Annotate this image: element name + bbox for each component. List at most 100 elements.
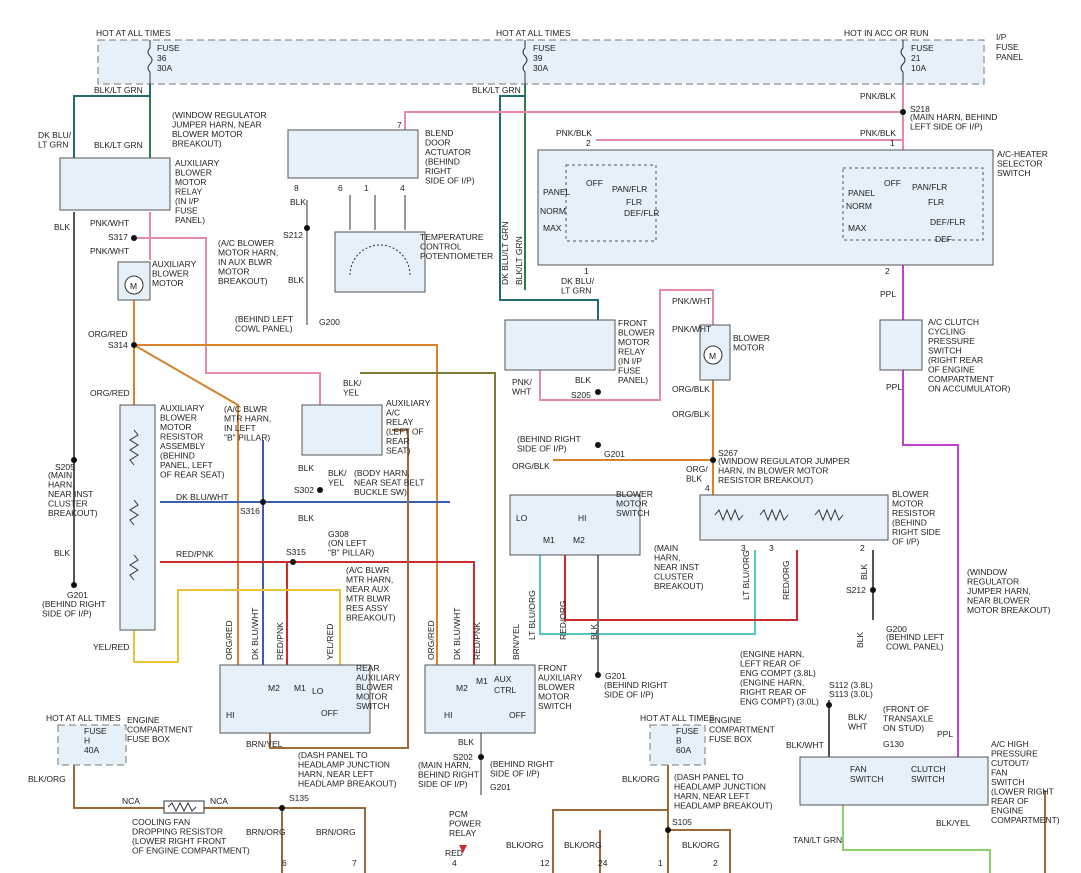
label-wires-yel_red: YEL/RED [93,642,129,652]
label-comps-eng_harn-5: ENG COMPT) (3.0L) [740,697,819,707]
label-comps-cooling-3: OF ENGINE COMPARTMENT) [132,846,250,856]
label-labels-s267: S267 [718,448,738,458]
label-comps-ac_blwr_b-2: IN LEFT [224,423,256,433]
label-wires-ppl3: PPL [937,729,953,739]
label-comps-dash_panel2-1: HEADLAMP JUNCTION [674,782,766,792]
label-comps-s202-0: (MAIN HARN, [418,760,471,770]
label-comps-rear_switch-2: BLOWER [356,682,393,692]
hot-label-1: HOT AT ALL TIMES [96,28,171,38]
label-comps-g201_mid-0: (BEHIND RIGHT [604,680,668,690]
label-switch_text-m2: M2 [456,683,468,693]
label-switch_text-off: OFF [884,178,901,188]
label-wires-dkblu_ltgrn-0: DK BLU/ [38,130,72,140]
rear-aux-switch-box [219,664,371,734]
pin-number: 8 [294,183,299,193]
label-comps-ac_blower_harn-3: MOTOR [218,267,249,277]
label-comps-s212_right-2: JUMPER HARN, [967,586,1031,596]
label-comps-front_relay-0: FRONT [618,318,647,328]
label-comps-aux_motor-2: MOTOR [152,278,183,288]
label-labels-fuse_b-0: FUSE [676,726,699,736]
pcm-relay-icon [459,845,467,853]
blower-switch-box [509,494,641,556]
label-comps-blend-3: (BEHIND [425,157,460,167]
label-labels-hot_eng1: HOT AT ALL TIMES [46,713,121,723]
label-comps-clutch_cyc-7: ON ACCUMULATOR) [928,384,1011,394]
label-switch_text-panel: PANEL [543,187,571,197]
label-comps-dash_panel2-3: HEADLAMP BREAKOUT) [674,801,773,811]
bottom-pin: 6 [282,858,287,868]
label-comps-dash_panel2-2: HARN, NEAR LEFT [674,791,750,801]
label-comps-aux_resistor-6: PANEL, LEFT [160,460,213,470]
label-comps-aux_relay-6: PANEL) [175,215,205,225]
label-wires-blk4: BLK [298,463,314,473]
label-comps-aux_ac_relay-3: (LEFT OF [386,427,424,437]
pin-number: 6 [338,183,343,193]
label-switch_text-off: OFF [509,710,526,720]
fuse39-amp: 30A [533,63,548,73]
label-comps-dash_panel1-1: HEADLAMP JUNCTION [298,760,390,770]
splice-dots [71,109,906,833]
label-comps-body_harn-1: NEAR SEAT BELT [354,478,424,488]
label-wires-blk_ltgrn2: BLK/LT GRN [472,85,521,95]
label-labels-s212b: S212 [846,585,866,595]
label-comps-transaxle-1: TRANSAXLE [883,714,934,724]
label-wires-blk5: BLK [298,513,314,523]
label-comps-eng_fuse_box1-1: COMPARTMENT [127,725,193,735]
label-comps-s205_main-3: CLUSTER [48,499,88,509]
label-labels-g200: G200 [319,317,340,327]
label-comps-ac_blower_harn-4: BREAKOUT) [218,276,268,286]
label-comps-ac_blwr_b-3: "B" PILLAR) [224,433,270,443]
label-comps-main_harn_inst-3: CLUSTER [654,572,694,582]
label-labels-s202: S202 [453,752,473,762]
label-comps-s205_main-0: (MAIN [48,470,72,480]
label-comps-ac_blwr_res-5: BREAKOUT) [346,613,396,623]
label-comps-aux_resistor-1: BLOWER [160,413,197,423]
label-comps-cooling-1: DROPPING RESISTOR [132,827,223,837]
label-switch_text-m1: M1 [543,535,555,545]
label-comps-front_relay-6: PANEL) [618,375,648,385]
label-comps-blower_resistor-3: (BEHIND [892,518,927,528]
label-comps-behind_left_cowl-0: (BEHIND LEFT [235,314,293,324]
label-comps-eng_fuse_box2-1: COMPARTMENT [709,725,775,735]
fuse-b-box [649,724,706,766]
label-wires-blk_org1: BLK/ORG [28,774,66,784]
label-comps-dash_panel1-3: HEADLAMP BREAKOUT) [298,779,397,789]
fuse-h-box [57,724,127,766]
label-wires-org_blk1: ORG/BLK [672,384,710,394]
label-comps-cooling-0: COOLING FAN [132,817,190,827]
label-comps-aux_ac_relay-4: REAR [386,436,410,446]
label-comps-blower_resistor-4: RIGHT SIDE [892,527,941,537]
label-comps-aux_relay-4: (IN I/P [175,196,199,206]
label-switch_text-hi: HI [578,513,587,523]
label-wires-blk_org4: BLK/ORG [564,840,602,850]
fuse21-num: 21 [911,53,921,63]
label-comps-aux_resistor-5: (BEHIND [160,451,195,461]
label-comps-eng_fuse_box2-2: FUSE BOX [709,734,752,744]
ip-panel-l1: I/P [996,32,1007,42]
label-comps-hp_switch-3: FAN [991,768,1008,778]
label-comps-g201_b-1: SIDE OF I/P) [490,769,540,779]
wires [73,84,1046,873]
label-comps-clutch_cyc-6: COMPARTMENT [928,374,994,384]
pin-number: 1 [364,183,369,193]
label-comps-front_aux_switch-2: BLOWER [538,682,575,692]
label-comps-ac_blwr_res-2: NEAR AUX [346,584,389,594]
aux-ac-relay-box [301,404,383,456]
label-comps-rear_switch-1: AUXILIARY [356,673,401,683]
label-comps-temp-1: CONTROL [420,242,462,252]
label-wires-brn_org2: BRN/ORG [316,827,356,837]
label-wires-blk6: BLK [575,375,591,385]
label-labels-g130: G130 [883,739,904,749]
label-comps-ac_blwr_res-0: (A/C BLWR [346,565,389,575]
pin-number: 4 [705,483,710,493]
label-comps-front_relay-5: FUSE [618,366,641,376]
label-labels-g308: G308 [328,529,349,539]
label-comps-blower_motor-1: MOTOR [733,343,764,353]
label-switch_text-defflr: DEF/FLR [624,208,659,218]
label-comps-selector-0: A/C-HEATER [997,149,1048,159]
label-labels-s302: S302 [294,485,314,495]
label-comps-aux_motor-0: AUXILIARY [152,259,197,269]
label-comps-wr_jumper-0: (WINDOW REGULATOR [172,110,267,120]
label-comps-pcm-2: RELAY [449,828,477,838]
label-wires-org_blk4-1: BLK [686,474,702,484]
